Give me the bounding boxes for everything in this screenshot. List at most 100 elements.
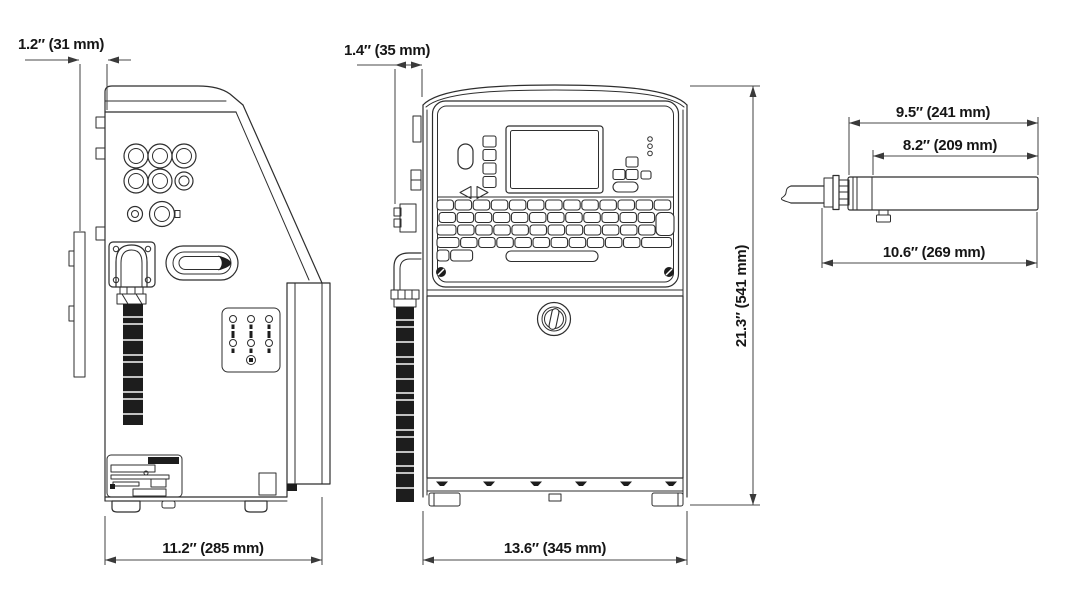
- keyboard-key: [532, 236, 551, 249]
- keyboard-key: [493, 224, 511, 236]
- printhead-valve: [878, 209, 889, 216]
- cable-conduit: [123, 304, 143, 425]
- front-conduit: [396, 307, 414, 502]
- power-key: [457, 143, 474, 170]
- status-leds: [647, 136, 653, 157]
- side-tab: [95, 226, 106, 241]
- side-slope-inner: [235, 111, 310, 281]
- display-screen: [505, 125, 604, 194]
- return-key: [655, 211, 675, 237]
- nav-keypad: [612, 156, 652, 193]
- keyboard-key: [547, 211, 565, 224]
- side-top-cap: [104, 85, 244, 113]
- cable-break-mark: [780, 185, 792, 204]
- keyboard-key: [436, 236, 460, 249]
- bezel-screw-left: [436, 267, 446, 277]
- side-connectors: [123, 143, 197, 228]
- keyboard-keys: [436, 199, 673, 262]
- handle-recess: [165, 245, 239, 281]
- keyboard-key: [436, 199, 455, 211]
- dimension-label-side-offset: 1.2″ (31 mm): [18, 36, 104, 53]
- keyboard-key: [583, 211, 601, 224]
- printhead-view: [780, 174, 1039, 223]
- side-foot-right: [244, 500, 268, 513]
- printhead-connector: [823, 174, 850, 211]
- side-tab: [95, 116, 106, 129]
- spacebar-key: [505, 250, 599, 263]
- keyboard-key: [622, 236, 641, 249]
- side-bottom-port: [258, 472, 277, 496]
- keyboard-key: [496, 236, 514, 249]
- front-left-fittings: [390, 115, 422, 502]
- keyboard-key: [599, 199, 617, 211]
- printhead-body: [847, 176, 1039, 223]
- dimensions: 1.2″ (31 mm) 1.4″ (35 mm) 9.5″ (241 mm) …: [18, 36, 1039, 565]
- keyboard-key: [637, 211, 656, 224]
- side-slope-outer: [242, 104, 323, 284]
- front-foot-center: [548, 493, 562, 502]
- dimension-front-offset: 1.4″ (35 mm): [344, 42, 431, 204]
- product-label: [106, 454, 183, 498]
- front-top-cap: [422, 84, 688, 106]
- keyboard-key: [436, 249, 450, 262]
- keyboard-key: [450, 249, 474, 262]
- keyboard-key: [568, 236, 587, 249]
- keyboard-key: [475, 224, 493, 236]
- dimension-printhead-barrel: 8.2″ (209 mm): [872, 137, 1038, 175]
- icon-label: [221, 307, 281, 373]
- keyboard-key: [514, 236, 532, 249]
- keyboard-key: [438, 211, 457, 224]
- dimension-printhead-length: 9.5″ (241 mm): [848, 104, 1039, 175]
- keyboard-key: [565, 211, 583, 224]
- bezel-screw-right: [664, 267, 674, 277]
- control-panel: [431, 100, 680, 288]
- keyboard-key: [436, 224, 457, 236]
- side-foot-left: [111, 500, 141, 513]
- keyboard-key: [550, 236, 569, 249]
- keyboard-key: [601, 224, 620, 236]
- keyboard-key: [457, 224, 475, 236]
- dimension-label-printhead-barrel: 8.2″ (209 mm): [903, 137, 997, 154]
- dimension-label-front-width: 13.6″ (345 mm): [504, 540, 607, 557]
- keyboard-key: [529, 224, 548, 236]
- dimension-cabinet-height: 21.3″ (541 mm): [690, 85, 760, 506]
- keyboard-key: [460, 236, 478, 249]
- keyboard-key: [563, 199, 581, 211]
- vent-grille: [426, 477, 684, 492]
- keyboard-key: [510, 211, 529, 224]
- keyboard-key: [601, 211, 619, 224]
- side-rear-box: [286, 282, 331, 485]
- dimension-label-side-width: 11.2″ (285 mm): [162, 540, 264, 557]
- keyboard-key: [490, 199, 509, 211]
- keyboard-key: [653, 199, 672, 211]
- dimension-side-offset: 1.2″ (31 mm): [18, 36, 131, 231]
- keyboard-key: [545, 199, 563, 211]
- keyboard-key: [586, 236, 605, 249]
- side-foot-middle: [161, 500, 176, 509]
- keyboard-key: [604, 236, 623, 249]
- rear-foot: [287, 484, 297, 491]
- side-view: [68, 85, 331, 513]
- dimension-printhead-total: 10.6″ (269 mm): [821, 208, 1038, 268]
- door-lock: [536, 301, 572, 337]
- keyboard-key: [635, 199, 654, 211]
- keyboard-key: [617, 199, 636, 211]
- side-tab: [95, 147, 106, 160]
- connection-icons: [229, 315, 273, 365]
- dimension-side-width: 11.2″ (285 mm): [104, 497, 323, 565]
- arrow-right-key: [476, 186, 489, 199]
- keyboard-key: [478, 236, 496, 249]
- keyboard-key: [583, 224, 602, 236]
- keyboard-key: [619, 224, 638, 236]
- dimension-label-printhead-total: 10.6″ (269 mm): [883, 244, 986, 261]
- front-foot-right: [651, 492, 684, 507]
- function-keys: [482, 135, 497, 189]
- keyboard-key: [528, 211, 547, 224]
- printhead-cable: [780, 185, 825, 204]
- keyboard-key: [472, 199, 491, 211]
- keyboard-key: [492, 211, 511, 224]
- front-view: [390, 84, 688, 507]
- dimension-label-cabinet-height: 21.3″ (541 mm): [733, 245, 750, 348]
